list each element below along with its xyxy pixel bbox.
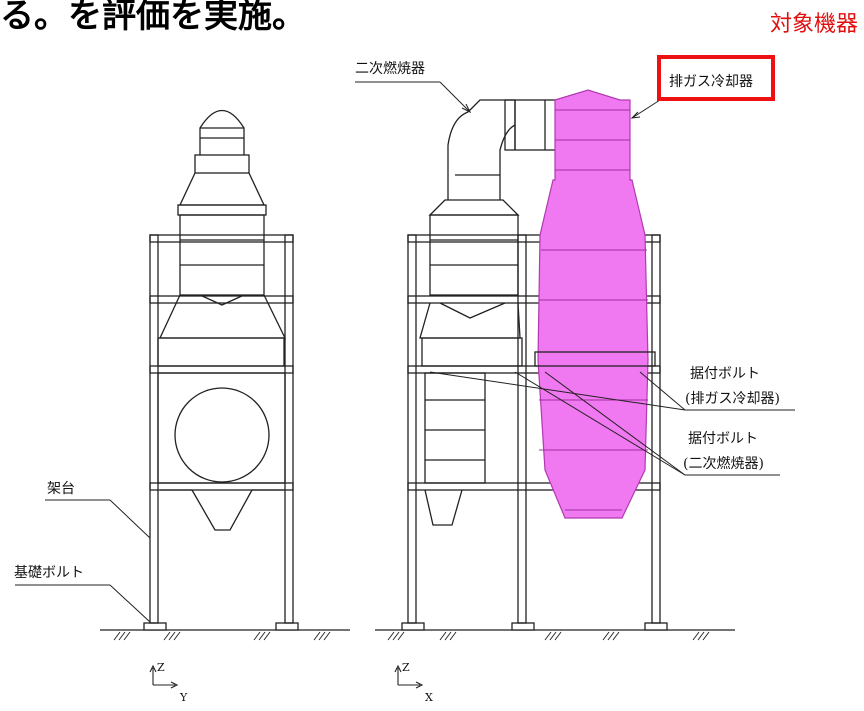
target-equipment-label: 対象機器 xyxy=(769,12,858,37)
right-elevation-view xyxy=(355,81,795,641)
axis-left-y: Y xyxy=(180,691,188,704)
label-anchor-bolt-cooler-sub: (排ガス冷却器) xyxy=(685,391,780,407)
axis-symbols xyxy=(149,664,424,689)
label-frame: 架台 xyxy=(47,481,75,497)
left-elevation-view xyxy=(100,110,350,641)
axis-right-z: Z xyxy=(402,661,410,674)
axis-right-x: X xyxy=(425,691,433,704)
header-fragment: る。を評価を実施。 xyxy=(0,0,306,36)
label-exhaust-gas-cooler: 排ガス冷却器 xyxy=(669,74,753,90)
label-foundation-bolt: 基礎ボルト xyxy=(14,565,84,581)
exhaust-gas-cooler-highlight-box: 排ガス冷却器 xyxy=(657,55,775,101)
axis-left-z: Z xyxy=(157,661,165,674)
exhaust-gas-cooler-body xyxy=(537,89,649,519)
label-anchor-bolt-cooler: 据付ボルト xyxy=(690,366,760,382)
label-anchor-bolt-combustor-sub: (二次燃焼器) xyxy=(683,456,764,472)
label-anchor-bolt-combustor: 据付ボルト xyxy=(688,431,758,447)
label-secondary-combustor: 二次燃焼器 xyxy=(355,61,425,77)
